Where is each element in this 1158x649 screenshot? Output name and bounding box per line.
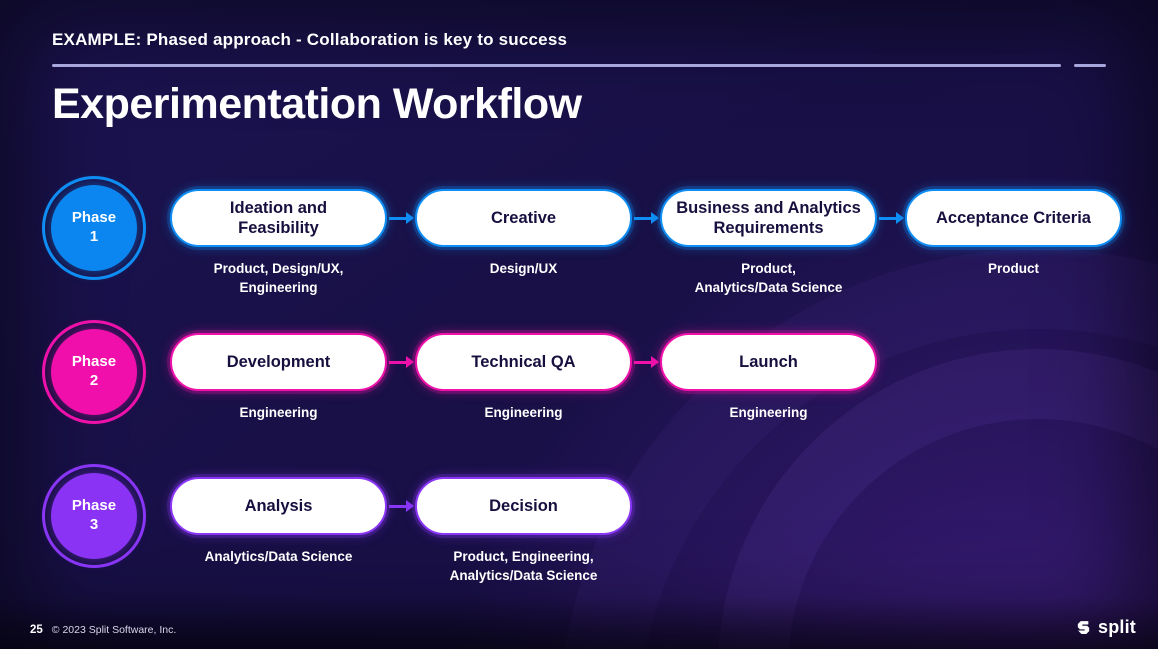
step-label: Business and Analytics Requirements [676,199,861,238]
step-owners: Analytics/Data Science [204,549,353,565]
phase-1-badge-label: Phase [71,209,117,227]
phase-1-badge-number: 1 [89,228,99,246]
split-logo-icon [1075,619,1092,636]
step-acceptance-criteria: Acceptance Criteria Product [905,189,1122,279]
step-owners: Product, Engineering, Analytics/Data Sci… [449,549,598,584]
step-owners: Engineering [729,405,808,421]
step-decision: Decision Product, Engineering, Analytics… [415,477,632,586]
step-pill: Business and Analytics Requirements [660,189,877,248]
phase-2-badge-label: Phase [71,353,117,371]
step-owners: Product, Analytics/Data Science [694,261,843,296]
step-development: Development Engineering [170,333,387,423]
phase-1-badge: Phase 1 [42,176,146,281]
phase-2-badge-inner: Phase 2 [51,329,137,416]
arrow-line [634,216,651,220]
step-label: Technical QA [471,353,576,372]
step-label: Creative [490,209,557,228]
arrow-line [389,216,406,220]
phase-3-steps: Analysis Analytics/Data Science Decision… [170,477,632,586]
phase-2-badge-number: 2 [89,372,99,390]
step-label: Development [226,353,331,372]
step-label: Decision [489,497,558,516]
slide-content: EXAMPLE: Phased approach - Collaboration… [42,30,1122,621]
phase-3-row: Phase 3 Analysis Analytics/Data Science … [42,464,1106,621]
step-creative: Creative Design/UX [415,189,632,279]
header-divider [52,64,1106,67]
step-technical-qa: Technical QA Engineering [415,333,632,423]
copyright-text: © 2023 Split Software, Inc. [51,624,177,636]
step-label: Launch [739,353,798,372]
step-pill: Launch [660,333,877,392]
step-label: Analysis [244,497,313,516]
step-analysis: Analysis Analytics/Data Science [170,477,387,567]
arrow-right-icon [877,211,905,225]
step-pill: Acceptance Criteria [905,189,1122,248]
step-pill: Analysis [170,477,387,536]
arrow-right-icon [387,211,415,225]
arrow-head [406,212,414,225]
footer: 25 © 2023 Split Software, Inc. [30,624,176,636]
phase-3-badge-number: 3 [89,516,99,534]
divider-dash [1074,64,1106,67]
step-launch: Launch Engineering [660,333,877,423]
slide-kicker: EXAMPLE: Phased approach - Collaboration… [52,30,568,49]
phase-1-row: Phase 1 Ideation and Feasibility Product… [42,176,1122,333]
step-owners: Engineering [484,405,563,421]
arrow-right-icon [632,211,660,225]
brand-name: split [1097,617,1136,637]
arrow-head [896,212,904,225]
slide-title: Experimentation Workflow [52,80,582,128]
arrow-line [389,360,406,364]
arrow-head [406,356,414,369]
arrow-line [389,504,406,508]
brand-logo: split [1075,617,1136,638]
phase-3-badge: Phase 3 [42,464,146,569]
phase-3-badge-inner: Phase 3 [51,473,137,560]
step-label: Acceptance Criteria [936,209,1091,228]
arrow-line [634,360,651,364]
step-pill: Creative [415,189,632,248]
step-owners: Product, Design/UX, Engineering [213,261,344,296]
arrow-right-icon [387,499,415,513]
page-number: 25 [30,624,43,636]
phase-2-row: Phase 2 Development Engineering Technica… [42,320,1106,477]
workflow-rows: Phase 1 Ideation and Feasibility Product… [42,176,1122,621]
step-label: Ideation and Feasibility [229,199,328,238]
phase-1-badge-inner: Phase 1 [51,185,137,272]
step-pill: Decision [415,477,632,536]
step-business-analytics-requirements: Business and Analytics Requirements Prod… [660,189,877,298]
arrow-right-icon [632,355,660,369]
arrow-line [879,216,896,220]
arrow-right-icon [387,355,415,369]
step-owners: Engineering [239,405,318,421]
step-owners: Product [987,261,1039,277]
phase-2-badge: Phase 2 [42,320,146,425]
step-pill: Development [170,333,387,392]
phase-2-steps: Development Engineering Technical QA Eng… [170,333,877,423]
arrow-head [651,356,659,369]
phase-1-steps: Ideation and Feasibility Product, Design… [170,189,1122,298]
arrow-head [406,500,414,513]
step-pill: Technical QA [415,333,632,392]
phase-3-badge-label: Phase [71,497,117,515]
step-pill: Ideation and Feasibility [170,189,387,248]
arrow-head [651,212,659,225]
divider-line [52,64,1061,67]
step-ideation-and-feasibility: Ideation and Feasibility Product, Design… [170,189,387,298]
step-owners: Design/UX [489,261,558,277]
